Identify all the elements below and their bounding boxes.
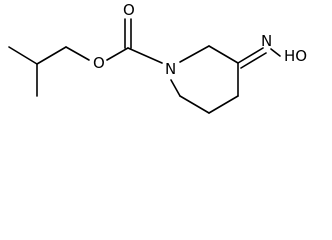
bond-oxime-double-1 xyxy=(237,47,264,64)
ester-oxygen-label: O xyxy=(93,54,105,72)
bond-ring-c6-n xyxy=(170,79,181,97)
carbonyl-oxygen-label: O xyxy=(123,1,135,19)
oxime-nitrogen-label: N xyxy=(261,32,272,50)
bond-isobutyl-methyl-up xyxy=(8,46,38,65)
bond-oxime-n-o xyxy=(270,48,281,57)
bond-isobutyl-ch-ch2 xyxy=(36,46,67,65)
bond-ring-n-c2 xyxy=(179,45,210,63)
bond-ring-c2-c3 xyxy=(208,45,239,64)
bond-ring-c4-c5 xyxy=(208,95,239,114)
oxime-hydroxyl-label: HO xyxy=(284,47,307,65)
bond-ring-c5-c6 xyxy=(179,95,210,114)
bond-carbonyl-carbon-nitrogen xyxy=(127,47,163,64)
ring-nitrogen-label: N xyxy=(165,60,176,78)
bond-ch2-oxygen xyxy=(65,46,90,61)
bond-oxime-double-2 xyxy=(240,52,267,69)
bond-oxygen-carbonyl-carbon xyxy=(106,47,129,61)
chemical-structure: O O N N HO xyxy=(8,1,307,114)
